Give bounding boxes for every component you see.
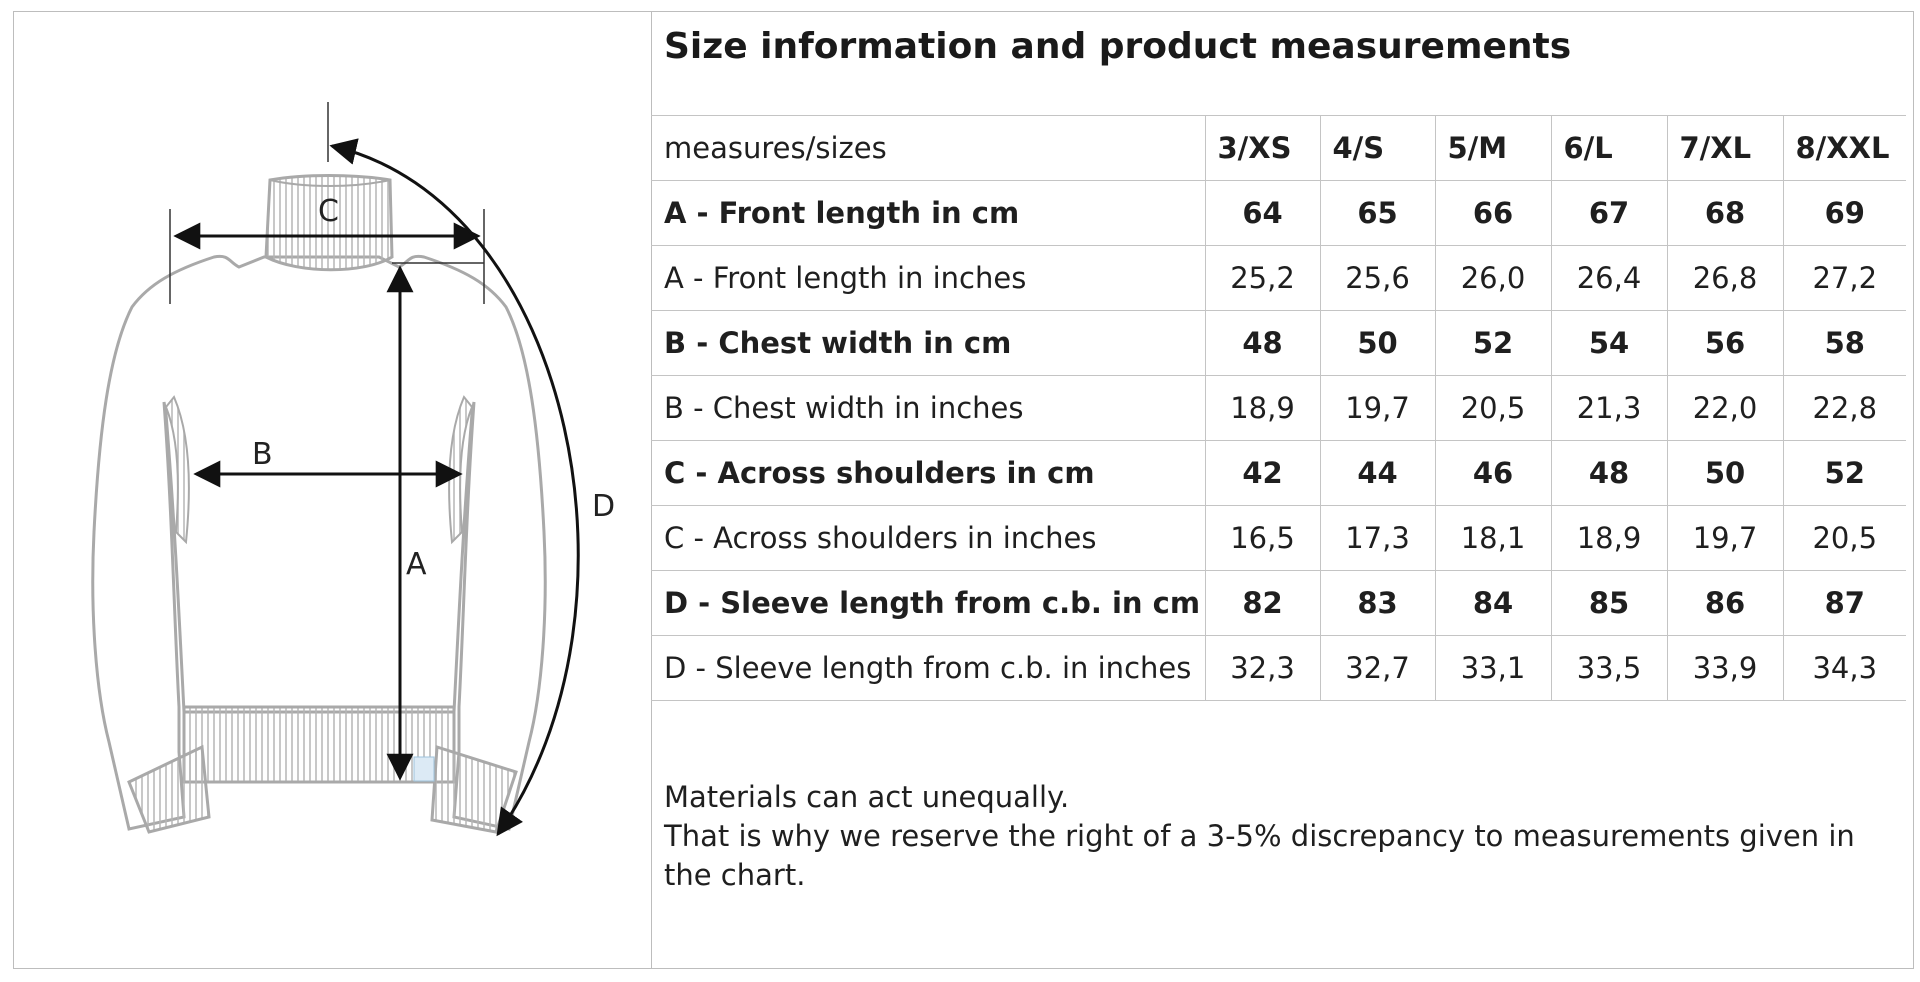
table-cell: 20,5 — [1782, 505, 1906, 571]
row-label: A - Front length in inches — [651, 245, 1205, 311]
table-cell: 21,3 — [1550, 375, 1667, 441]
size-header: 4/S — [1319, 115, 1435, 181]
table-cell: 83 — [1319, 570, 1435, 636]
label-c: C — [318, 194, 339, 229]
header-label: measures/sizes — [651, 115, 1205, 181]
label-b: B — [252, 437, 273, 472]
row-label: C - Across shoulders in cm — [651, 440, 1205, 506]
row-label: D - Sleeve length from c.b. in cm — [651, 570, 1205, 636]
table-cell: 42 — [1204, 440, 1320, 506]
table-cell: 84 — [1434, 570, 1551, 636]
table-cell: 32,7 — [1319, 635, 1435, 701]
table-cell: 25,6 — [1319, 245, 1435, 311]
size-header: 7/XL — [1666, 115, 1783, 181]
size-header: 5/M — [1434, 115, 1551, 181]
row-label: A - Front length in cm — [651, 180, 1205, 246]
note-line: Materials can act unequally. — [664, 780, 1070, 814]
table-cell: 66 — [1434, 180, 1551, 246]
table-cell: 19,7 — [1666, 505, 1783, 571]
table-header-row: measures/sizes 3/XS 4/S 5/M 6/L 7/XL 8/X… — [651, 115, 1906, 181]
table-cell: 33,5 — [1550, 635, 1667, 701]
size-header: 3/XS — [1204, 115, 1320, 181]
size-table: measures/sizes 3/XS 4/S 5/M 6/L 7/XL 8/X… — [651, 115, 1906, 701]
table-cell: 52 — [1434, 310, 1551, 376]
label-a: A — [406, 547, 427, 582]
table-cell: 20,5 — [1434, 375, 1551, 441]
disclaimer-note: Materials can act unequally. That is why… — [664, 778, 1884, 895]
table-cell: 65 — [1319, 180, 1435, 246]
table-cell: 16,5 — [1204, 505, 1320, 571]
sweater-diagram: C B A D — [14, 12, 650, 968]
table-cell: 25,2 — [1204, 245, 1320, 311]
table-cell: 87 — [1782, 570, 1906, 636]
table-cell: 19,7 — [1319, 375, 1435, 441]
row-label: D - Sleeve length from c.b. in inches — [651, 635, 1205, 701]
table-cell: 50 — [1666, 440, 1783, 506]
size-header: 8/XXL — [1782, 115, 1906, 181]
table-cell: 48 — [1204, 310, 1320, 376]
page-title: Size information and product measurement… — [664, 26, 1572, 67]
table-cell: 46 — [1434, 440, 1551, 506]
table-cell: 26,4 — [1550, 245, 1667, 311]
table-cell: 52 — [1782, 440, 1906, 506]
table-cell: 68 — [1666, 180, 1783, 246]
table-cell: 33,9 — [1666, 635, 1783, 701]
table-cell: 44 — [1319, 440, 1435, 506]
table-cell: 67 — [1550, 180, 1667, 246]
chart-frame — [13, 11, 1914, 969]
table-cell: 26,0 — [1434, 245, 1551, 311]
table-cell: 18,9 — [1204, 375, 1320, 441]
table-cell: 18,9 — [1550, 505, 1667, 571]
table-cell: 54 — [1550, 310, 1667, 376]
row-label: C - Across shoulders in inches — [651, 505, 1205, 571]
table-cell: 32,3 — [1204, 635, 1320, 701]
table-cell: 50 — [1319, 310, 1435, 376]
table-cell: 85 — [1550, 570, 1667, 636]
table-cell: 82 — [1204, 570, 1320, 636]
table-cell: 58 — [1782, 310, 1906, 376]
table-cell: 69 — [1782, 180, 1906, 246]
table-cell: 17,3 — [1319, 505, 1435, 571]
table-cell: 64 — [1204, 180, 1320, 246]
table-cell: 22,8 — [1782, 375, 1906, 441]
table-cell: 48 — [1550, 440, 1667, 506]
table-cell: 26,8 — [1666, 245, 1783, 311]
note-line: That is why we reserve the right of a 3-… — [664, 819, 1855, 892]
row-label: B - Chest width in cm — [651, 310, 1205, 376]
table-cell: 18,1 — [1434, 505, 1551, 571]
label-d: D — [592, 489, 615, 524]
table-cell: 34,3 — [1782, 635, 1906, 701]
size-header: 6/L — [1550, 115, 1667, 181]
row-label: B - Chest width in inches — [651, 375, 1205, 441]
table-cell: 56 — [1666, 310, 1783, 376]
table-cell: 27,2 — [1782, 245, 1906, 311]
table-cell: 33,1 — [1434, 635, 1551, 701]
table-cell: 22,0 — [1666, 375, 1783, 441]
table-cell: 86 — [1666, 570, 1783, 636]
